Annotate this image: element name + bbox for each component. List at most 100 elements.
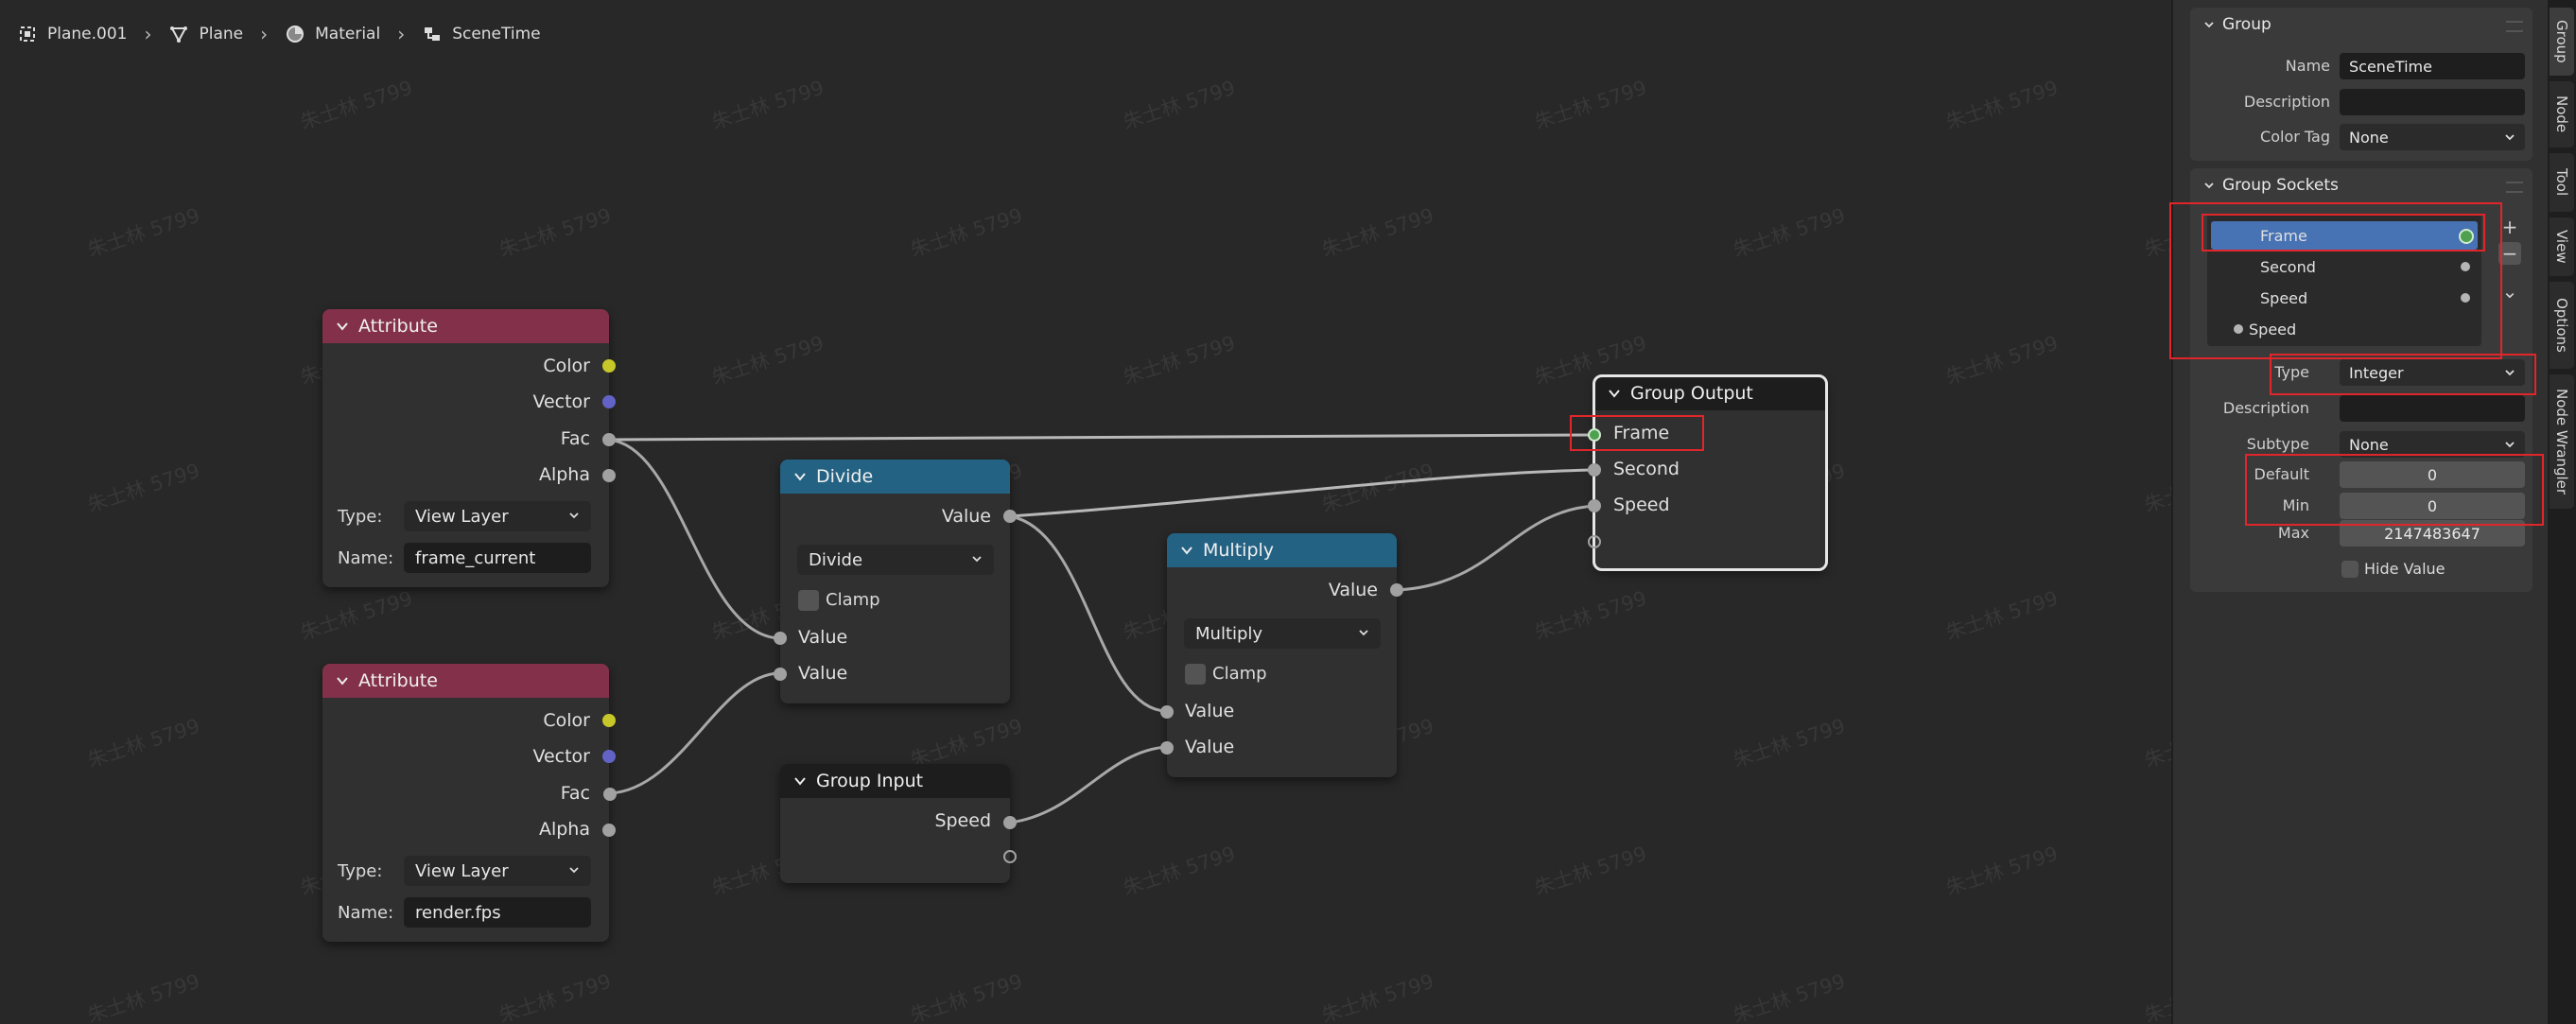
type-value: View Layer: [415, 506, 509, 527]
min-field[interactable]: 0: [2340, 493, 2525, 519]
default-field[interactable]: 0: [2340, 461, 2525, 488]
description-field[interactable]: [2340, 89, 2525, 115]
max-field[interactable]: 2147483647: [2340, 520, 2525, 547]
tab-view[interactable]: View: [2550, 217, 2574, 276]
output-socket-fac[interactable]: [602, 433, 616, 446]
chevron-down-icon[interactable]: [793, 774, 807, 788]
node-header[interactable]: Multiply: [1167, 533, 1397, 567]
input-socket-value-1[interactable]: [774, 632, 787, 645]
color-tag-dropdown[interactable]: None: [2340, 124, 2525, 150]
attribute-node-2[interactable]: Attribute Color Vector Fac Alpha Type: V…: [322, 664, 617, 942]
tab-node-wrangler[interactable]: Node Wrangler: [2550, 374, 2574, 509]
output-socket-vector[interactable]: [602, 750, 616, 763]
tab-options[interactable]: Options: [2550, 282, 2574, 369]
node-header[interactable]: Group Output: [1594, 376, 1826, 410]
drag-handle-icon[interactable]: [2506, 21, 2523, 32]
input-socket-value-1[interactable]: [1160, 705, 1174, 719]
breadcrumb-item-node-tree[interactable]: SceneTime: [422, 24, 541, 44]
type-dropdown[interactable]: View Layer: [404, 501, 591, 531]
socket-item-label: Speed: [2260, 288, 2308, 307]
socket-description-field[interactable]: [2340, 395, 2525, 422]
breadcrumb-label: Material: [315, 25, 381, 43]
link-divide-to-multiply-value1: [1009, 514, 1167, 713]
max-value: 2147483647: [2384, 524, 2480, 543]
output-socket-fac[interactable]: [603, 788, 617, 801]
socket-item-speed-input[interactable]: Speed: [2211, 315, 2478, 343]
name-value: frame_current: [415, 547, 536, 568]
add-socket-button[interactable]: +: [2501, 216, 2518, 238]
node-header[interactable]: Attribute: [322, 309, 609, 343]
drag-handle-icon[interactable]: [2506, 182, 2523, 193]
socket-item-label: Second: [2260, 257, 2316, 276]
node-title: Multiply: [1203, 540, 1275, 561]
output-socket-alpha[interactable]: [602, 469, 616, 482]
breadcrumb-label: Plane: [199, 25, 244, 43]
operation-dropdown[interactable]: Divide: [797, 545, 994, 575]
multiply-node[interactable]: Multiply Value Multiply Clamp Value Valu…: [1160, 533, 1403, 777]
output-socket-value[interactable]: [1003, 510, 1017, 523]
group-input-node[interactable]: Group Input Speed: [780, 764, 1017, 883]
subtype-value: None: [2349, 435, 2389, 454]
name-field[interactable]: render.fps: [404, 897, 591, 928]
remove-socket-button[interactable]: −: [2498, 242, 2521, 265]
breadcrumb-item-mesh[interactable]: Plane: [168, 24, 243, 44]
chevron-down-icon[interactable]: [336, 674, 349, 687]
node-header[interactable]: Group Input: [780, 764, 1010, 798]
output-socket-alpha[interactable]: [602, 824, 616, 837]
node-header[interactable]: Attribute: [322, 664, 609, 698]
chevron-right-icon: ›: [397, 23, 406, 45]
tab-group[interactable]: Group: [2550, 8, 2574, 76]
input-socket-empty[interactable]: [1588, 535, 1601, 548]
socket-menu-button[interactable]: ⌄: [2501, 280, 2518, 303]
chevron-down-icon[interactable]: [1180, 544, 1193, 557]
chevron-down-icon: [1359, 630, 1368, 636]
output-socket-value[interactable]: [1390, 583, 1403, 597]
socket-list[interactable]: Frame Second Speed Speed: [2207, 214, 2481, 346]
name-field[interactable]: SceneTime: [2340, 53, 2525, 79]
clamp-checkbox[interactable]: [1185, 664, 1206, 685]
link-fac2-to-divide-value2: [609, 671, 779, 795]
breadcrumb-item-object[interactable]: Plane.001: [17, 24, 127, 44]
input-socket-value-2[interactable]: [774, 668, 787, 681]
description-label: Description: [2243, 93, 2330, 111]
output-socket-vector[interactable]: [602, 395, 616, 408]
hide-value-checkbox[interactable]: [2341, 561, 2358, 578]
socket-item-speed-output[interactable]: Speed: [2211, 284, 2478, 312]
section-header[interactable]: Group: [2203, 15, 2271, 34]
divide-node[interactable]: Divide Value Divide Clamp Value Value: [774, 460, 1017, 703]
section-header[interactable]: Group Sockets: [2203, 176, 2339, 195]
output-socket-empty[interactable]: [1003, 850, 1017, 863]
name-field[interactable]: frame_current: [404, 543, 591, 573]
output-socket-color[interactable]: [602, 359, 616, 373]
input-label-value-1: Value: [798, 627, 848, 648]
group-output-node[interactable]: Group Output Frame Second Speed: [1588, 374, 1828, 571]
socket-item-frame[interactable]: Frame: [2211, 221, 2478, 250]
input-socket-frame[interactable]: [1588, 428, 1601, 442]
chevron-right-icon: ›: [260, 23, 269, 45]
tab-node[interactable]: Node: [2550, 81, 2574, 148]
breadcrumb-item-material[interactable]: Material: [285, 24, 380, 44]
node-header[interactable]: Divide: [780, 460, 1010, 494]
socket-item-second[interactable]: Second: [2211, 252, 2478, 281]
socket-description-label: Description: [2222, 399, 2309, 417]
sidebar-panel: Group Name SceneTime Description Color T…: [2169, 0, 2550, 1024]
input-socket-value-2[interactable]: [1160, 741, 1174, 755]
clamp-checkbox[interactable]: [798, 590, 819, 611]
chevron-down-icon: [2204, 22, 2214, 28]
input-socket-speed[interactable]: [1588, 499, 1601, 512]
output-socket-color[interactable]: [602, 714, 616, 727]
chevron-down-icon[interactable]: [1608, 387, 1621, 400]
input-socket-second[interactable]: [1588, 463, 1601, 477]
chevron-down-icon[interactable]: [793, 470, 807, 483]
attribute-node-1[interactable]: Attribute Color Vector Fac Alpha Type: V…: [322, 309, 616, 587]
type-dropdown[interactable]: Integer: [2340, 359, 2525, 386]
operation-dropdown[interactable]: Multiply: [1184, 618, 1381, 649]
output-socket-speed[interactable]: [1003, 816, 1017, 829]
type-dropdown[interactable]: View Layer: [404, 856, 591, 886]
chevron-down-icon: [972, 556, 982, 563]
chevron-down-icon[interactable]: [336, 320, 349, 333]
subtype-dropdown[interactable]: None: [2340, 431, 2525, 458]
chevron-down-icon: [2204, 182, 2214, 189]
tab-tool[interactable]: Tool: [2550, 153, 2574, 212]
